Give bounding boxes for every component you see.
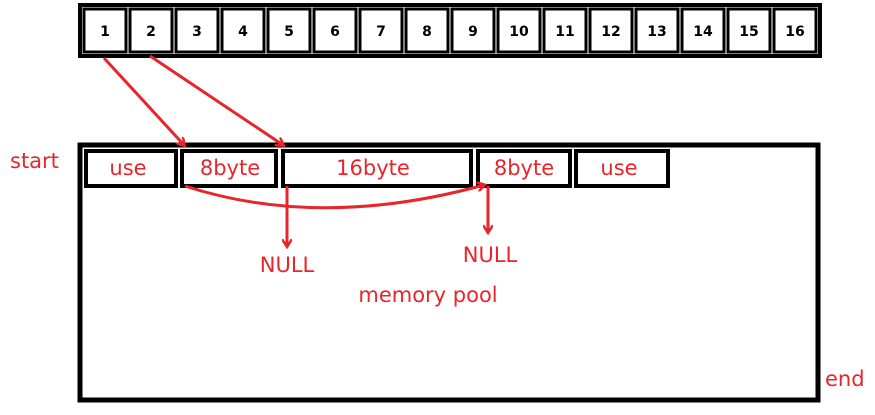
index-cell-2 bbox=[128, 7, 174, 54]
memory-blocks: use 8byte 16byte 8byte use bbox=[84, 149, 670, 188]
index-cell-12 bbox=[588, 7, 634, 54]
arrow-index1-to-8byte bbox=[102, 56, 184, 145]
memory-pool-label: memory pool bbox=[358, 283, 497, 307]
index-cell-label: 2 bbox=[146, 24, 156, 40]
index-cell-label: 6 bbox=[330, 24, 340, 40]
pointer-arrows bbox=[102, 54, 488, 246]
index-cell-label: 14 bbox=[693, 24, 713, 40]
index-cell-15 bbox=[726, 7, 772, 54]
index-table-frame bbox=[78, 3, 822, 58]
end-label: end bbox=[825, 367, 865, 391]
null-label-left: NULL bbox=[260, 253, 315, 277]
index-cell-label: 16 bbox=[785, 24, 804, 40]
index-table: 1 2 3 4 5 6 7 8 9 10 11 12 13 14 15 16 bbox=[78, 3, 822, 58]
index-cell-label: 7 bbox=[376, 24, 386, 40]
index-cell-label: 3 bbox=[192, 24, 202, 40]
index-cell-10 bbox=[496, 7, 542, 54]
index-cell-label: 10 bbox=[509, 24, 529, 40]
index-cell-4 bbox=[220, 7, 266, 54]
index-cell-16 bbox=[772, 7, 818, 54]
index-cell-13 bbox=[634, 7, 680, 54]
memory-block-use-2 bbox=[574, 149, 670, 188]
memory-pool-frame bbox=[77, 142, 821, 403]
memory-block-16byte bbox=[281, 149, 473, 188]
memory-block-8byte-2 bbox=[476, 149, 572, 188]
memory-block-label: use bbox=[109, 156, 146, 180]
index-cell-label: 4 bbox=[238, 24, 248, 40]
memory-block-label: 8byte bbox=[200, 156, 260, 180]
index-cell-label: 11 bbox=[555, 24, 574, 40]
null-label-right: NULL bbox=[463, 243, 518, 267]
memory-block-label: 16byte bbox=[336, 156, 410, 180]
index-cell-1 bbox=[82, 7, 128, 54]
arrow-8byte-to-8byte-curve bbox=[184, 185, 484, 210]
memory-block-label: use bbox=[600, 156, 637, 180]
arrow-index2-to-16byte bbox=[149, 54, 283, 145]
index-cell-label: 15 bbox=[739, 24, 758, 40]
index-cell-14 bbox=[680, 7, 726, 54]
index-cell-label: 9 bbox=[468, 24, 478, 40]
memory-block-8byte-1 bbox=[180, 149, 278, 188]
index-cell-label: 12 bbox=[601, 24, 620, 40]
index-cell-label: 13 bbox=[647, 24, 666, 40]
memory-block-label: 8byte bbox=[494, 156, 554, 180]
index-cell-11 bbox=[542, 7, 588, 54]
index-cell-9 bbox=[450, 7, 496, 54]
index-cell-5 bbox=[266, 7, 312, 54]
index-cell-6 bbox=[312, 7, 358, 54]
index-cell-8 bbox=[404, 7, 450, 54]
index-cell-3 bbox=[174, 7, 220, 54]
memory-block-use-1 bbox=[84, 149, 178, 188]
index-cell-7 bbox=[358, 7, 404, 54]
start-label: start bbox=[10, 149, 59, 173]
index-cell-label: 1 bbox=[100, 24, 110, 40]
index-cell-label: 8 bbox=[422, 24, 432, 40]
index-cell-label: 5 bbox=[284, 24, 294, 40]
